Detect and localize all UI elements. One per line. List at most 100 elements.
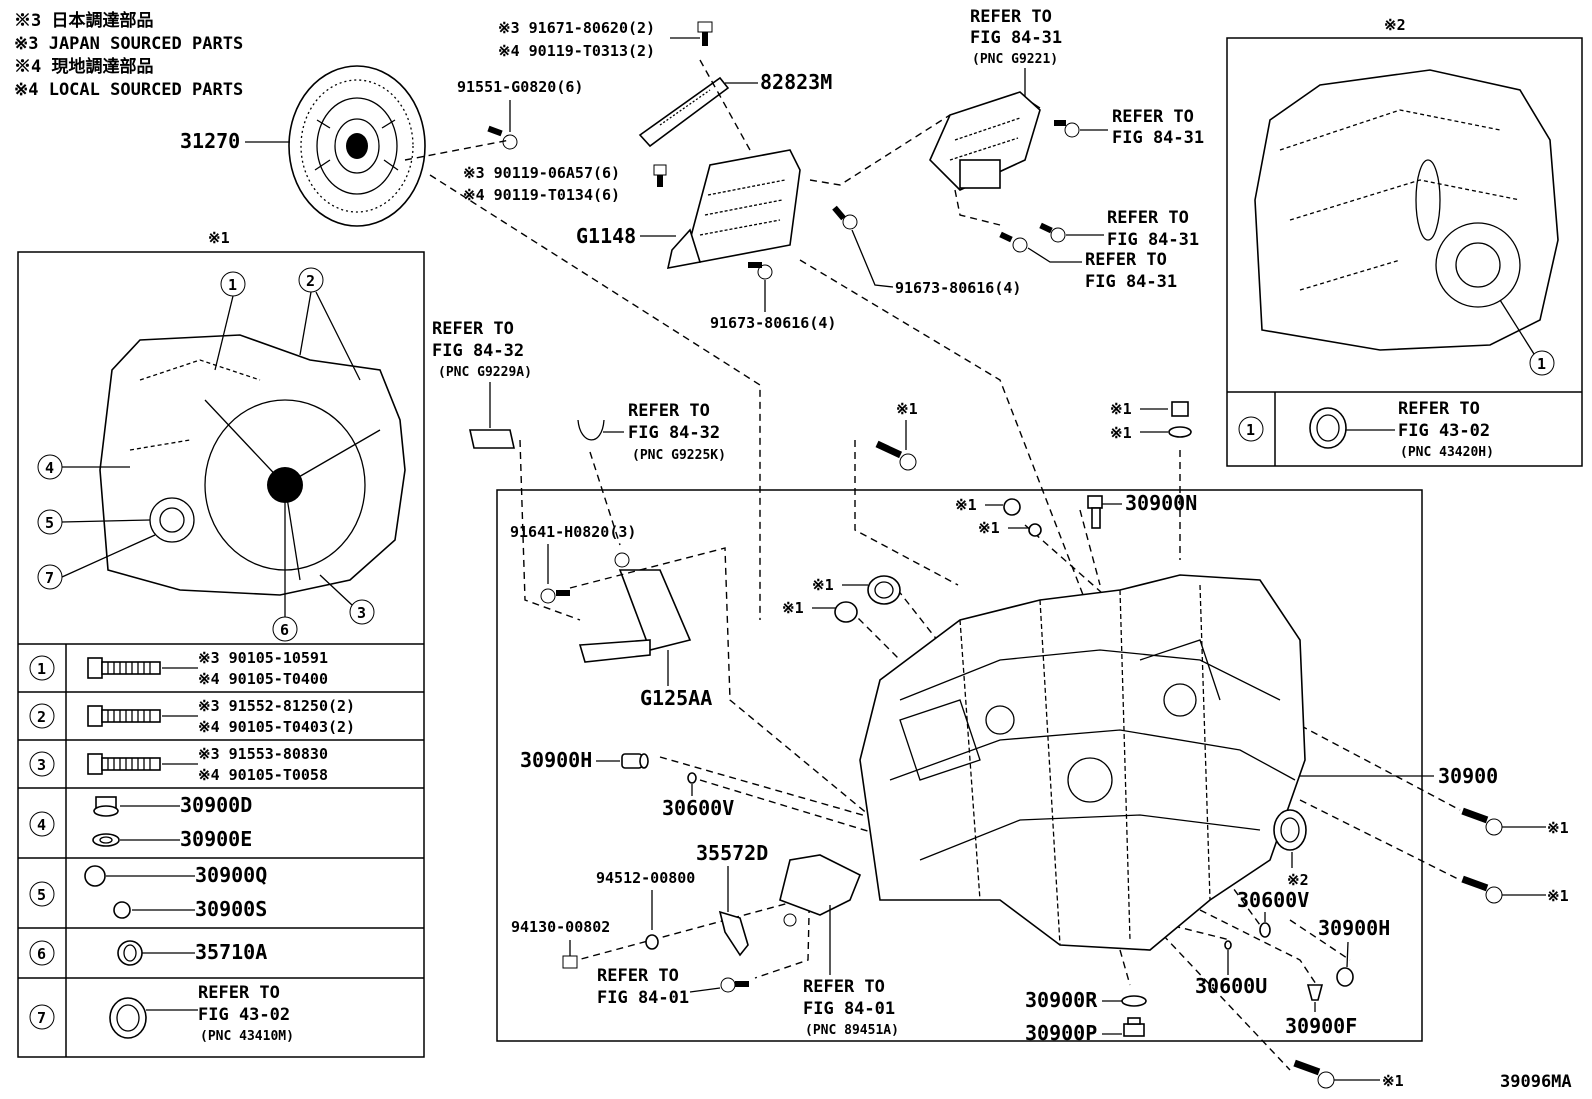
bolt-91671[interactable] xyxy=(697,21,713,46)
bolt-sub1-h[interactable] xyxy=(1461,807,1503,836)
svg-text:4: 4 xyxy=(37,816,46,834)
refer-to-84-01-a-line2: FIG 84-01 xyxy=(597,988,689,1008)
callout-91641-H0820: 91641-H0820(3) xyxy=(510,523,636,541)
inset1-mark: ※1 xyxy=(208,229,230,247)
bolt-91673-b[interactable] xyxy=(748,262,773,280)
svg-text:5: 5 xyxy=(37,886,46,904)
inset1-row-3[interactable]: 3 ※3 91553-80830 ※4 90105-T0058 xyxy=(29,745,328,784)
note-japan-sourced-en: ※3 JAPAN SOURCED PARTS xyxy=(14,34,243,54)
transmission-case-inset2[interactable] xyxy=(1254,69,1559,351)
clutch-disc-31270[interactable] xyxy=(288,65,426,227)
bolt-91673-a[interactable] xyxy=(832,205,858,230)
seal-sub1-g[interactable] xyxy=(834,601,858,623)
ring-icon xyxy=(117,940,143,966)
gasket-30900R[interactable] xyxy=(1121,995,1147,1007)
o-ring-30600V-right[interactable] xyxy=(1259,922,1271,938)
callout-30900F: 30900F xyxy=(1285,1014,1357,1038)
bolt-refer-84-31-b[interactable] xyxy=(1039,222,1066,243)
svg-text:※3 91552-81250(2): ※3 91552-81250(2) xyxy=(198,697,355,715)
nipple-30900N[interactable] xyxy=(1087,495,1103,529)
svg-text:3: 3 xyxy=(37,756,46,774)
refer-to-g9229a-line3: (PNC G9229A) xyxy=(438,365,532,380)
callout-30900H-right: 30900H xyxy=(1318,916,1390,940)
bolt-refer-84-31-c[interactable] xyxy=(999,231,1028,253)
plug-30900H-right[interactable] xyxy=(1336,967,1354,987)
plug-30900F[interactable] xyxy=(1306,984,1324,1001)
drain-plug-30900P[interactable] xyxy=(1123,1017,1145,1037)
pipe-g9225k[interactable] xyxy=(577,419,605,441)
svg-text:6: 6 xyxy=(37,945,46,963)
bolt-91551[interactable] xyxy=(487,125,518,150)
callout-31270: 31270 xyxy=(180,129,240,153)
refer-to-g9221-line2: FIG 84-31 xyxy=(970,28,1062,48)
callout-90119-T0134: ※4 90119-T0134(6) xyxy=(463,186,620,204)
nut-94130[interactable] xyxy=(562,955,578,969)
callout-91671-80620: ※3 91671-80620(2) xyxy=(498,19,655,37)
transmission-assembly-30900[interactable] xyxy=(859,574,1306,951)
plug-icon xyxy=(92,796,120,847)
plug-sub1-b[interactable] xyxy=(1171,401,1189,417)
inset1-marker-7: 7 xyxy=(37,564,63,590)
bolt-sub1-i[interactable] xyxy=(1461,875,1503,904)
cooler-pipe-G125AA[interactable] xyxy=(578,552,692,663)
washer-94512[interactable] xyxy=(645,934,659,950)
svg-text:30900Q: 30900Q xyxy=(195,863,267,887)
oil-seal-sub2[interactable] xyxy=(1273,809,1307,851)
refer-to-g9229a-line1: REFER TO xyxy=(432,319,514,339)
refer-to-84-31-c-line1: REFER TO xyxy=(1085,250,1167,270)
refer-to-84-31-b-line2: FIG 84-31 xyxy=(1107,230,1199,250)
callout-82823M: 82823M xyxy=(760,70,832,94)
sensor-bracket-89451A[interactable] xyxy=(779,854,862,927)
bolt-91641[interactable] xyxy=(540,588,570,604)
oil-seal-sub1-f[interactable] xyxy=(867,575,901,605)
mark-sub1-a: ※1 xyxy=(896,400,918,418)
inset1-frame xyxy=(17,251,425,1058)
seal-icon xyxy=(84,865,131,919)
callout-90119-06A57: ※3 90119-06A57(6) xyxy=(463,164,620,182)
bolt-90119[interactable] xyxy=(653,164,667,187)
inset1-row-7[interactable]: 7 REFER TO FIG 43-02 (PNC 43410M) xyxy=(29,983,294,1044)
bolt-icon xyxy=(87,657,161,679)
refer-to-g9225k-line3: (PNC G9225K) xyxy=(632,448,726,463)
svg-text:REFER TO: REFER TO xyxy=(1398,399,1480,419)
control-unit-G1148[interactable] xyxy=(666,149,801,270)
refer-to-g9221-line3: (PNC G9221) xyxy=(972,52,1058,67)
inset1-marker-2: 2 xyxy=(298,267,324,293)
bolt-refer-84-01[interactable] xyxy=(720,977,749,993)
bolt-refer-84-31-a[interactable] xyxy=(1054,120,1080,138)
bolt-sub1-a[interactable] xyxy=(875,440,917,471)
note-local-sourced-en: ※4 LOCAL SOURCED PARTS xyxy=(14,80,243,100)
svg-text:35710A: 35710A xyxy=(195,940,267,964)
svg-text:1: 1 xyxy=(1246,421,1255,439)
main-assembly-frame xyxy=(496,489,1423,1042)
pipe-g9229a[interactable] xyxy=(469,429,515,449)
sensor-35572D[interactable] xyxy=(718,910,749,957)
ecu-cover-g9221[interactable] xyxy=(929,91,1041,191)
callout-35572D: 35572D xyxy=(696,841,768,865)
mark-sub1-h: ※1 xyxy=(1547,819,1569,837)
bolt-sub1-j[interactable] xyxy=(1293,1059,1335,1089)
inset1-row-6[interactable]: 6 35710A xyxy=(29,940,267,966)
plug-30900H-left[interactable] xyxy=(621,753,649,769)
callout-30600V-left: 30600V xyxy=(662,796,734,820)
bolt-icon xyxy=(87,753,161,775)
gasket-sub1-c[interactable] xyxy=(1168,426,1192,438)
o-ring-30600V-left[interactable] xyxy=(687,772,697,784)
inset1-marker-4: 4 xyxy=(37,454,63,480)
mark-sub1-d: ※1 xyxy=(955,496,977,514)
callout-91673-80616-a: 91673-80616(4) xyxy=(895,279,1021,297)
bracket-82823M[interactable] xyxy=(638,76,730,148)
transmission-case-inset1[interactable] xyxy=(99,334,406,596)
inset1-row-1[interactable]: 1 ※3 90105-10591 ※4 90105-T0400 xyxy=(29,649,328,688)
o-ring-30600U[interactable] xyxy=(1224,940,1232,950)
inset1-row-4[interactable]: 4 30900D 30900E xyxy=(29,793,252,851)
ring-sub1-e[interactable] xyxy=(1028,523,1042,537)
seal-sub1-d[interactable] xyxy=(1003,498,1021,516)
note-japan-sourced-jp: ※3 日本調達部品 xyxy=(14,10,153,31)
inset1-marker-6: 6 xyxy=(272,616,298,642)
refer-to-84-31-a-line2: FIG 84-31 xyxy=(1112,128,1204,148)
inset1-row-2[interactable]: 2 ※3 91552-81250(2) ※4 90105-T0403(2) xyxy=(29,697,355,736)
inset2-row-1[interactable]: 1 REFER TO FIG 43-02 (PNC 43420H) xyxy=(1238,399,1494,460)
inset1-row-5[interactable]: 5 30900Q 30900S xyxy=(29,863,267,921)
